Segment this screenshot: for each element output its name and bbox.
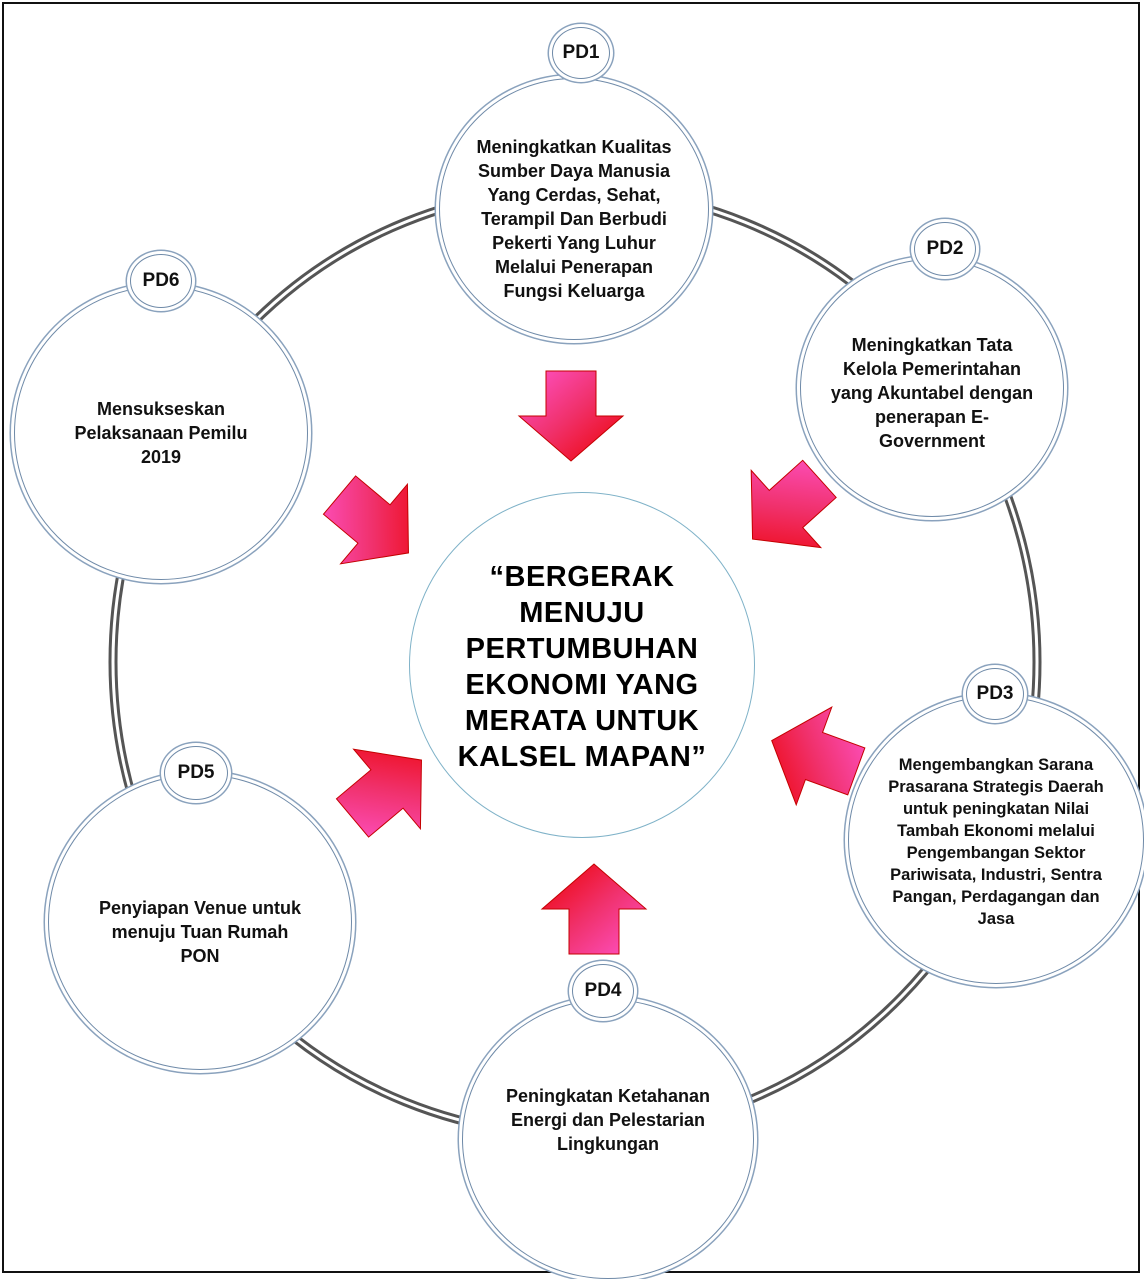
goal-badge-pd2: PD2: [914, 222, 976, 276]
goal-line: Pekerti Yang Luhur: [492, 233, 656, 253]
goal-line: Fungsi Keluarga: [503, 281, 645, 301]
goal-line: 2019: [140, 447, 182, 467]
goal-line: Tambah Ekonomi melalui: [897, 822, 1095, 840]
goal-line: Kelola Pemerintahan: [842, 359, 1022, 379]
goal-line: Meningkatkan Tata: [851, 335, 1013, 355]
goal-line: Pelaksanaan Pemilu: [74, 423, 248, 443]
goal-line: Terampil Dan Berbudi: [481, 209, 667, 229]
goal-line: Pariwisata, Industri, Sentra: [890, 866, 1102, 884]
goal-text-pd1: Meningkatkan Kualitas Sumber Daya Manusi…: [476, 115, 671, 303]
goal-line: PON: [180, 946, 220, 966]
goal-line: Jasa: [977, 910, 1015, 928]
arrow-group: [322, 370, 866, 955]
goal-badge-pd5: PD5: [164, 746, 228, 800]
center-line: KALSEL MAPAN”: [457, 741, 707, 773]
center-circle: [409, 492, 755, 838]
goal-text-pd3: Mengembangkan Sarana Prasarana Strategis…: [888, 750, 1104, 930]
goal-line: menuju Tuan Rumah: [111, 922, 289, 942]
arrow-from-pd1: [517, 370, 625, 462]
center-line: MERATA UNTUK: [464, 705, 700, 737]
goal-code: PD3: [976, 683, 1014, 704]
center-vision-text: “BERGERAK MENUJU PERTUMBUHAN EKONOMI YAN…: [424, 559, 740, 775]
arrow-from-pd4: [540, 863, 648, 955]
goal-text-pd6: Mensukseskan Pelaksanaan Pemilu 2019: [74, 397, 247, 469]
goal-line: Energi dan Pelestarian: [510, 1110, 706, 1130]
goal-badge-pd1: PD1: [552, 27, 610, 79]
goal-line: Yang Cerdas, Sehat,: [487, 185, 661, 205]
goal-line: Melalui Penerapan: [494, 257, 654, 277]
center-line: “BERGERAK: [489, 561, 675, 593]
arrow-from-pd3: [771, 706, 866, 807]
goal-badge-pd3: PD3: [966, 668, 1024, 720]
center-line: PERTUMBUHAN: [465, 633, 699, 665]
goal-line: Meningkatkan Kualitas: [476, 137, 672, 157]
goal-line: Peningkatan Ketahanan: [505, 1086, 711, 1106]
goal-code: PD4: [584, 980, 622, 1001]
goal-code: PD6: [142, 270, 180, 291]
goal-circle-pd6: Mensukseskan Pelaksanaan Pemilu 2019: [14, 286, 308, 580]
goal-text-pd2: Meningkatkan Tata Kelola Pemerintahan ya…: [831, 323, 1033, 453]
goal-badge-pd4: PD4: [572, 964, 634, 1018]
arrow-from-pd6: [322, 475, 409, 565]
goal-line: Pangan, Perdagangan dan: [892, 888, 1100, 906]
goal-line: Penyiapan Venue untuk: [98, 898, 302, 918]
goal-circle-pd2: Meningkatkan Tata Kelola Pemerintahan ya…: [800, 259, 1064, 517]
goal-circle-pd1: Meningkatkan Kualitas Sumber Daya Manusi…: [439, 78, 709, 340]
goal-line: yang Akuntabel dengan: [830, 383, 1034, 403]
goal-line: Pengembangan Sektor: [906, 844, 1086, 862]
goal-line: Prasarana Strategis Daerah: [888, 778, 1104, 796]
goal-line: Sumber Daya Manusia: [477, 161, 671, 181]
goal-circle-pd3: Mengembangkan Sarana Prasarana Strategis…: [848, 696, 1144, 984]
goal-line: Mengembangkan Sarana: [898, 756, 1094, 774]
goal-text-pd5: Penyiapan Venue untuk menuju Tuan Rumah …: [99, 876, 301, 968]
center-line: MENUJU: [519, 597, 645, 629]
goal-circle-pd5: Penyiapan Venue untuk menuju Tuan Rumah …: [48, 774, 352, 1070]
goal-badge-pd6: PD6: [130, 254, 192, 308]
goal-line: untuk peningkatan Nilai: [902, 800, 1090, 818]
goal-circle-pd4: Peningkatan Ketahanan Energi dan Pelesta…: [462, 999, 754, 1279]
arrow-from-pd2: [750, 459, 837, 549]
center-line: EKONOMI YANG: [465, 669, 699, 701]
goal-code: PD1: [562, 42, 600, 63]
goal-line: Mensukseskan: [96, 399, 226, 419]
goal-text-pd4: Peningkatan Ketahanan Energi dan Pelesta…: [506, 1084, 710, 1194]
goal-code: PD2: [926, 238, 964, 259]
goal-line: Government: [878, 431, 985, 451]
arrow-from-pd5: [335, 748, 422, 838]
goal-code: PD5: [177, 762, 215, 783]
goal-line: penerapan E-: [874, 407, 989, 427]
goal-line: Lingkungan: [556, 1134, 659, 1154]
